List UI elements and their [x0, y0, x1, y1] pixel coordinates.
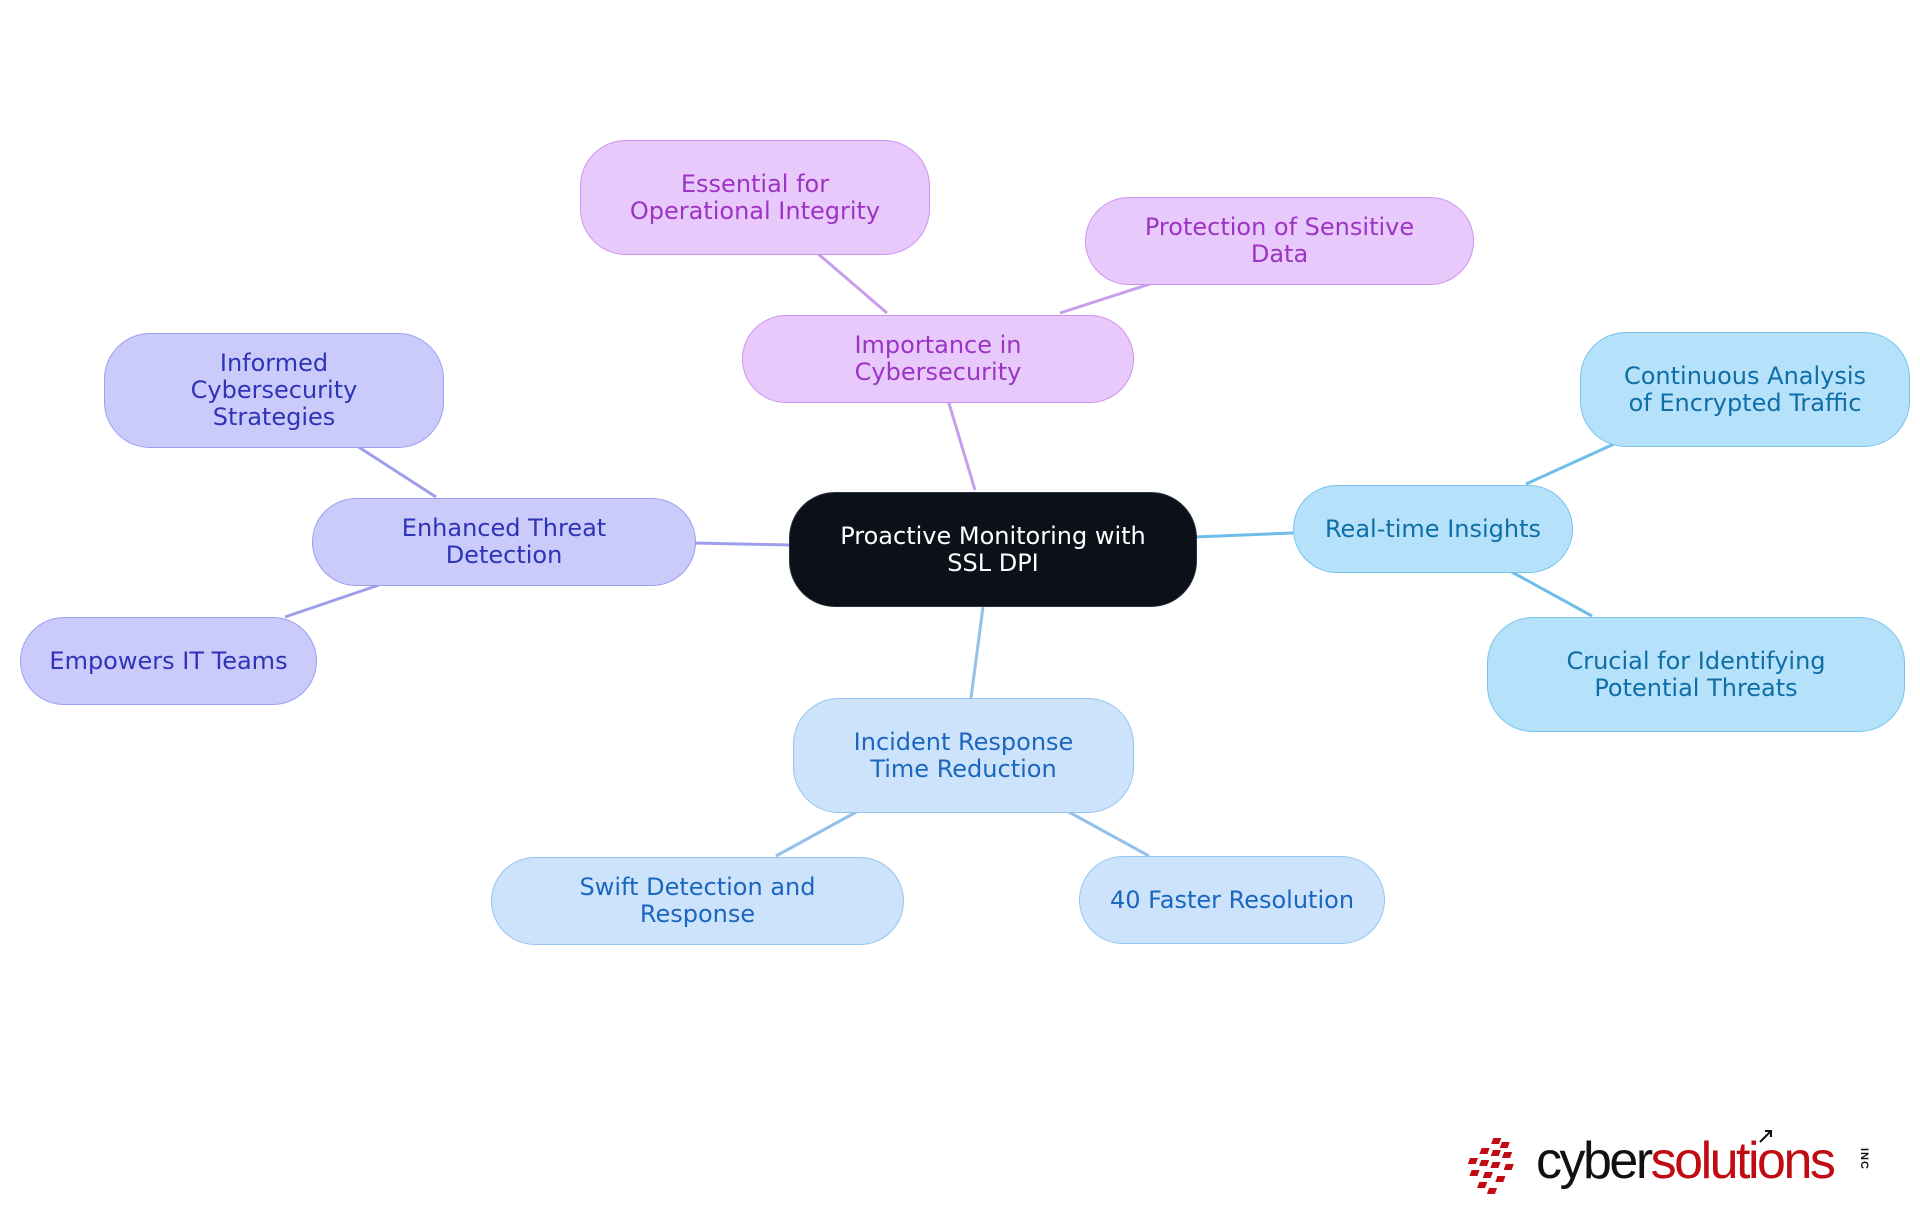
link-incident-swift [775, 809, 859, 858]
leaf-label: 40 Faster Resolution [1109, 885, 1355, 914]
root-node: Proactive Monitoring with SSL DPI [789, 492, 1197, 607]
link-root-threat [693, 541, 790, 547]
logo-inc-suffix: INC [1858, 1148, 1870, 1170]
leaf-label: Essential for Operational Integrity [629, 169, 881, 225]
link-realtime-continuous [1525, 442, 1615, 486]
branch-label: Importance in Cybersecurity [854, 331, 1022, 386]
link-threat-empowers [284, 583, 380, 619]
leaf-continuous-analysis-of-encrypted-traffic: Continuous Analysis of Encrypted Traffic [1580, 332, 1910, 447]
link-importance-protection [1059, 281, 1154, 315]
logo-wordmark: cybersolutions [1536, 1132, 1836, 1190]
branch-label: Real-time Insights [1324, 514, 1542, 543]
link-root-incident [969, 606, 985, 699]
branch-enhanced-threat-detection: Enhanced Threat Detection [312, 498, 696, 586]
leaf-40-faster-resolution: 40 Faster Resolution [1079, 856, 1385, 944]
link-threat-informed [356, 444, 437, 499]
leaf-label: Protection of Sensitive Data [1144, 213, 1415, 268]
cybersolutions-logo: cybersolutions INC [1468, 1128, 1878, 1196]
branch-label: Incident Response Time Reduction [853, 727, 1074, 783]
logo-word-solutions: solutions [1650, 1132, 1836, 1190]
logo-pixel-mark-icon [1468, 1138, 1514, 1194]
leaf-crucial-for-identifying-potential-threats: Crucial for Identifying Potential Threat… [1487, 617, 1905, 732]
leaf-label: Continuous Analysis of Encrypted Traffic [1623, 361, 1867, 417]
leaf-informed-cybersecurity-strategies: Informed Cybersecurity Strategies [104, 333, 444, 448]
leaf-empowers-it-teams: Empowers IT Teams [20, 617, 317, 705]
link-incident-faster [1066, 809, 1150, 858]
link-importance-essential [815, 250, 888, 315]
branch-real-time-insights: Real-time Insights [1293, 485, 1573, 573]
leaf-label: Empowers IT Teams [49, 646, 288, 675]
leaf-label: Swift Detection and Response [579, 873, 816, 928]
root-node-label: Proactive Monitoring with SSL DPI [840, 521, 1146, 577]
leaf-label: Informed Cybersecurity Strategies [190, 349, 358, 431]
link-root-realtime [1193, 531, 1294, 539]
leaf-essential-for-operational-integrity: Essential for Operational Integrity [580, 140, 930, 255]
leaf-swift-detection-and-response: Swift Detection and Response [491, 857, 904, 945]
branch-importance-in-cybersecurity: Importance in Cybersecurity [742, 315, 1134, 403]
branch-incident-response-time-reduction: Incident Response Time Reduction [793, 698, 1134, 813]
logo-arrow-icon [1759, 1130, 1772, 1143]
link-root-importance [946, 399, 977, 491]
leaf-label: Crucial for Identifying Potential Threat… [1566, 646, 1826, 702]
logo-word-cyber: cyber [1536, 1132, 1653, 1190]
link-realtime-crucial [1509, 569, 1593, 618]
leaf-protection-of-sensitive-data: Protection of Sensitive Data [1085, 197, 1474, 285]
branch-label: Enhanced Threat Detection [401, 514, 607, 569]
